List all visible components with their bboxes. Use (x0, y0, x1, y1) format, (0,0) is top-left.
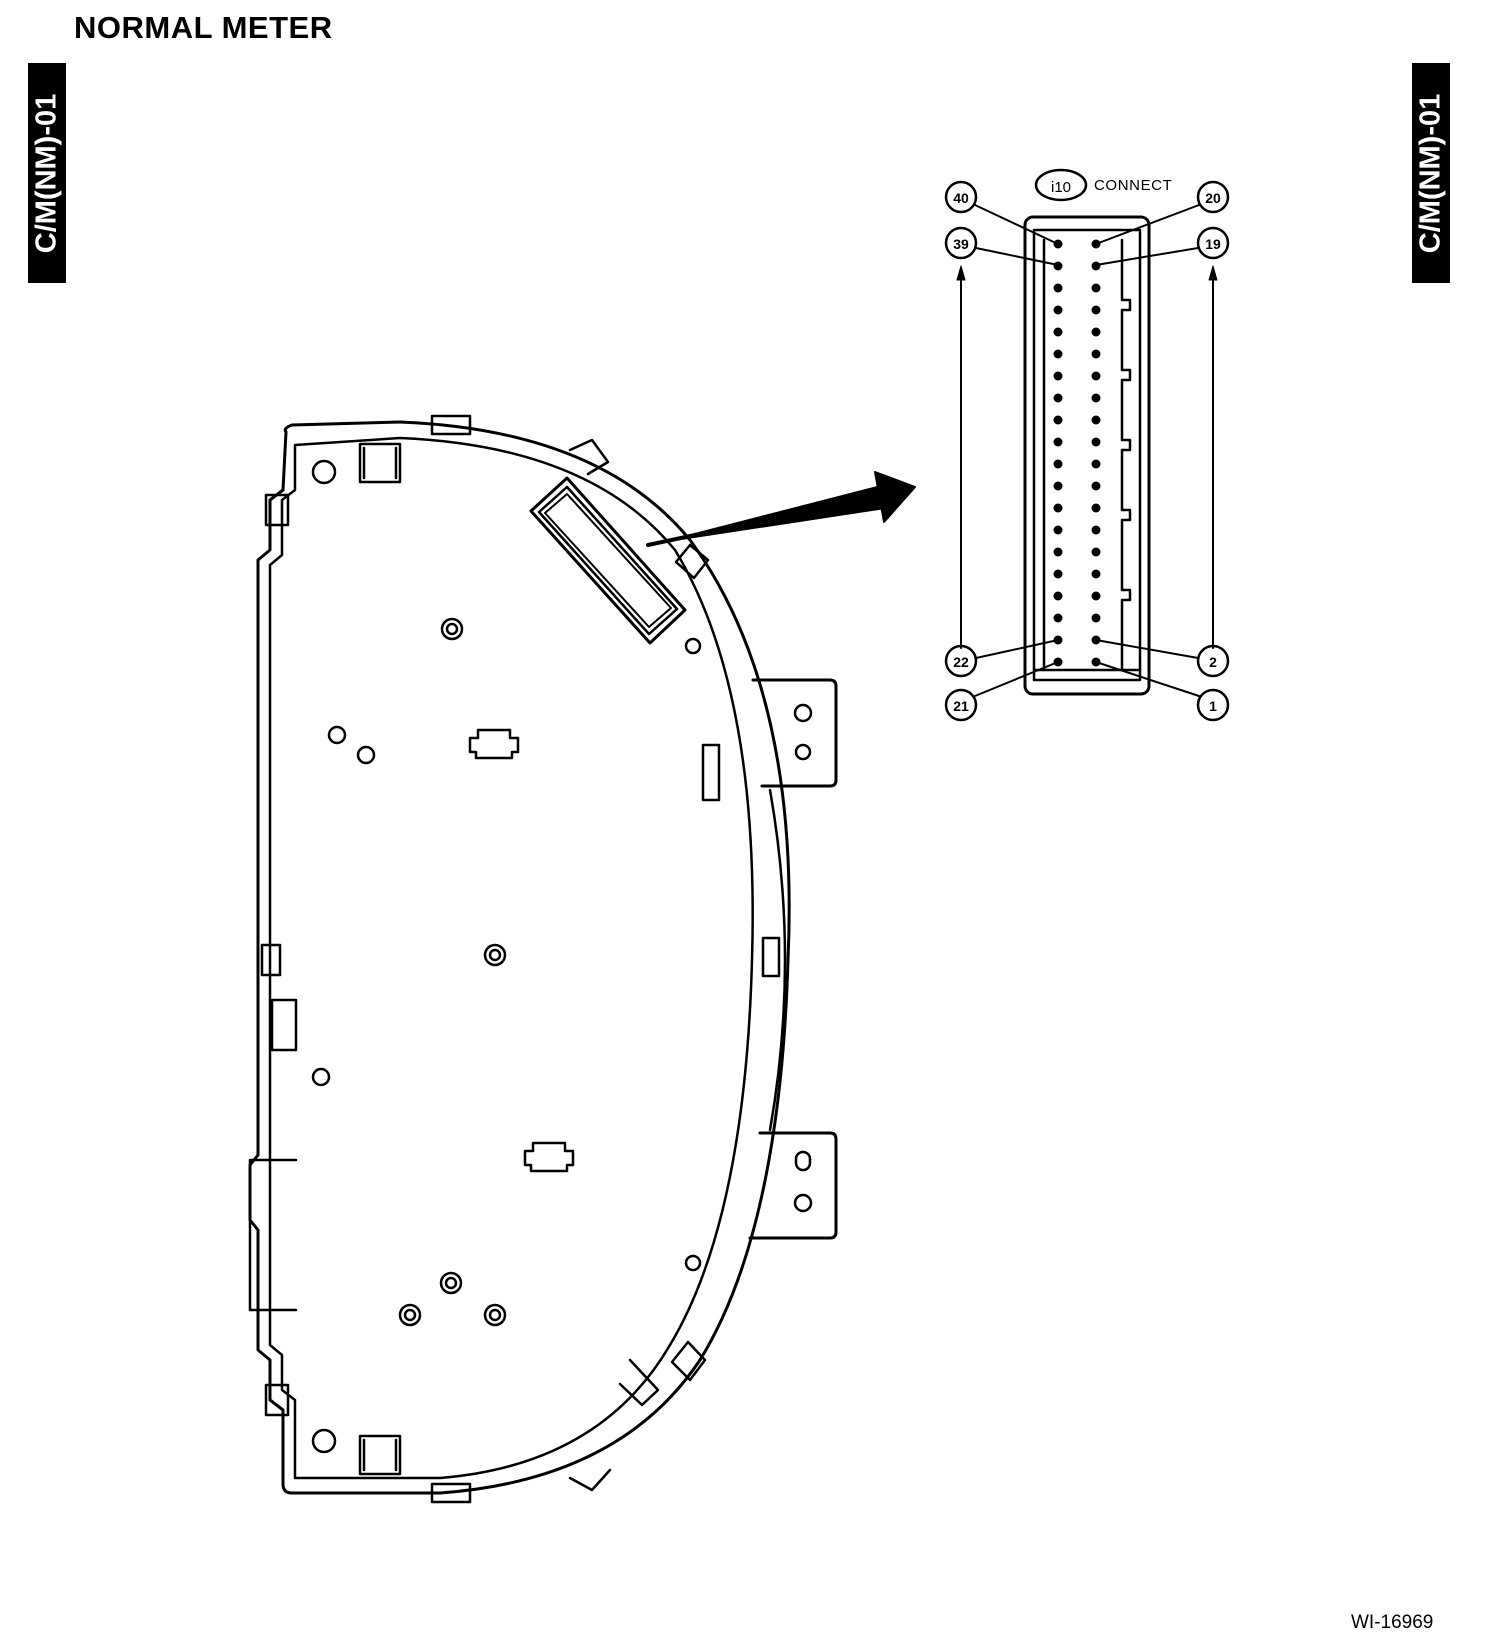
callout-label-1: 1 (1209, 698, 1217, 714)
connector-pin-5 (1091, 569, 1101, 579)
left-pin-range-arrow (956, 265, 966, 649)
connector-pin-24 (1053, 591, 1063, 601)
connector-pin-14 (1091, 371, 1101, 381)
right-pin-range-arrow (1208, 265, 1218, 649)
connector-pin-30 (1053, 459, 1063, 469)
connector-pin-17 (1091, 305, 1101, 315)
connector-pin-11 (1091, 437, 1101, 447)
connector-pin-16 (1091, 327, 1101, 337)
callout-label-22: 22 (953, 654, 969, 670)
connector-pin-38 (1053, 283, 1063, 293)
connector-pin-32 (1053, 415, 1063, 425)
callout-pin-22: 22 (944, 639, 1059, 678)
connector-pin-31 (1053, 437, 1063, 447)
page-title: NORMAL METER (74, 10, 333, 45)
section-tab-left: C/M(NM)-01 (28, 63, 66, 283)
connector-pin-29 (1053, 481, 1063, 491)
callout-pin-40: 40 (944, 180, 1059, 245)
connector-pin-19 (1091, 261, 1101, 271)
connector-pin-12 (1091, 415, 1101, 425)
meter-connector-socket (529, 476, 687, 645)
callout-label-2: 2 (1209, 654, 1217, 670)
connector-pin-8 (1091, 503, 1101, 513)
connector-pin-9 (1091, 481, 1101, 491)
connector-pin-37 (1053, 305, 1063, 315)
connector-id: i10 (1051, 179, 1071, 196)
connector-pin-26 (1053, 547, 1063, 557)
connector-pin-7 (1091, 525, 1101, 535)
callout-label-39: 39 (953, 236, 969, 252)
meter-housing (248, 414, 838, 1504)
callout-pin-1: 1 (1095, 661, 1230, 722)
connector-pin-27 (1053, 525, 1063, 535)
section-tab-right: C/M(NM)-01 (1412, 63, 1450, 283)
pointer-arrow (646, 471, 916, 547)
connector-pin-18 (1091, 283, 1101, 293)
connector-pin-34 (1053, 371, 1063, 381)
callout-label-40: 40 (953, 190, 969, 206)
connector-pin-10 (1091, 459, 1101, 469)
callout-label-21: 21 (953, 698, 969, 714)
callout-label-19: 19 (1205, 236, 1221, 252)
callout-pin-19: 19 (1095, 226, 1230, 266)
connector-pin-15 (1091, 349, 1101, 359)
connector-pin-35 (1053, 349, 1063, 359)
connector-pin-grid (1053, 239, 1101, 667)
pin-callouts: 40 39 22 21 20 (944, 180, 1230, 722)
connector-pin-36 (1053, 327, 1063, 337)
connector-pin-3 (1091, 613, 1101, 623)
connector-label: CONNECT (1094, 177, 1172, 194)
connector-pin-28 (1053, 503, 1063, 513)
callout-label-20: 20 (1205, 190, 1221, 206)
callout-pin-21: 21 (944, 661, 1059, 722)
callout-pin-2: 2 (1095, 639, 1230, 678)
connector-pin-13 (1091, 393, 1101, 403)
figure-code: WI-16969 (1351, 1612, 1434, 1633)
connector-pin-25 (1053, 569, 1063, 579)
connector-pin-33 (1053, 393, 1063, 403)
connector-pin-4 (1091, 591, 1101, 601)
connector-i10-face (1023, 215, 1151, 696)
connector-pin-6 (1091, 547, 1101, 557)
callout-pin-20: 20 (1095, 180, 1230, 245)
callout-pin-39: 39 (944, 226, 1059, 266)
connector-id-badge: i10 CONNECT (1034, 168, 1172, 202)
connector-pin-23 (1053, 613, 1063, 623)
